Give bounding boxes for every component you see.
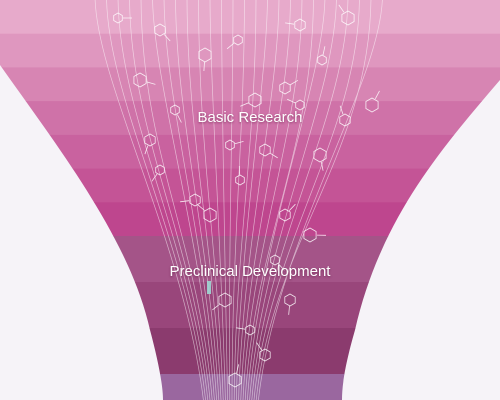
flow-lines (94, 0, 383, 400)
flow-line (240, 0, 291, 400)
flow-line (129, 0, 211, 400)
molecule-bond (163, 34, 171, 42)
molecule-bond (339, 105, 344, 115)
molecule-ring (133, 72, 147, 88)
molecule-ring (284, 293, 296, 307)
molecule-ring (259, 143, 271, 157)
flow-line (255, 0, 372, 400)
molecule-bond (269, 152, 278, 159)
molecule-ring (248, 92, 262, 108)
molecule-ring (341, 10, 355, 26)
molecule-bond (320, 161, 324, 171)
flow-line (117, 0, 209, 400)
molecule-ring (189, 193, 201, 207)
molecule-bond (236, 327, 246, 330)
flow-line (163, 0, 217, 400)
flow-line (175, 0, 220, 400)
molecule-ring (198, 47, 212, 63)
molecule-bond (256, 342, 262, 351)
molecule-ring (339, 113, 351, 127)
molecule-ring (270, 254, 280, 266)
molecule-ring (279, 208, 291, 222)
molecule-bond (288, 203, 296, 211)
basic-research-band (0, 67, 500, 102)
molecule-bond (288, 305, 290, 315)
molecule-ring (303, 227, 317, 243)
flow-line (140, 0, 213, 400)
molecule-bond (240, 102, 249, 107)
flow-line (233, 0, 257, 400)
molecule-bond (285, 22, 295, 25)
flow-line (236, 0, 268, 400)
basic-research-band (0, 0, 500, 35)
basic-research-band (0, 202, 500, 237)
molecule-bond (176, 114, 182, 123)
molecule-bond (374, 90, 380, 99)
flow-line (247, 0, 326, 400)
molecule-ring (317, 54, 327, 66)
flow-line (249, 0, 337, 400)
molecule-bond (287, 98, 296, 104)
molecule-ring (365, 97, 379, 113)
basic-research-section (0, 0, 500, 237)
molecule-ring (228, 372, 242, 388)
flow-line (238, 0, 280, 400)
flow-line (244, 0, 314, 400)
molecule-bond (234, 141, 244, 145)
molecule-ring (154, 23, 166, 37)
flow-line (221, 0, 228, 400)
molecule-bond (203, 61, 205, 72)
molecule-bond (289, 79, 299, 86)
molecule-structures (113, 4, 380, 388)
molecule-bond (197, 204, 205, 211)
molecule-ring (259, 348, 271, 362)
molecule-bond (144, 145, 149, 155)
flow-line (209, 0, 226, 400)
molecule-bond (322, 46, 326, 56)
flow-line (186, 0, 222, 400)
molecule-ring (245, 324, 255, 336)
molecule-ring (313, 147, 327, 163)
molecule-ring (155, 164, 165, 176)
stage-label-basic-research: Basic Research (197, 109, 303, 126)
molecule-bond (146, 81, 156, 85)
flow-line (253, 0, 360, 400)
flow-line (251, 0, 349, 400)
molecule-ring (218, 292, 232, 308)
molecule-ring (144, 133, 156, 147)
molecule-bond (151, 173, 158, 182)
molecule-bond (236, 364, 239, 374)
molecule-ring (113, 12, 123, 24)
flow-line (94, 0, 204, 400)
molecule-ring (225, 139, 235, 151)
flow-line (106, 0, 206, 400)
molecule-ring (170, 104, 180, 116)
basic-research-band (0, 33, 500, 68)
basic-research-band (0, 101, 500, 136)
molecule-ring (233, 34, 243, 46)
stage-label-preclinical-development: Preclinical Development (169, 263, 331, 280)
molecule-ring (235, 174, 245, 186)
flow-line (231, 0, 245, 400)
flow-line (198, 0, 224, 400)
molecule-bond (278, 263, 285, 271)
molecule-bond (212, 303, 220, 311)
molecule-bond (180, 200, 190, 203)
flow-line (242, 0, 303, 400)
molecule-ring (203, 207, 217, 223)
molecule-bond (226, 42, 235, 50)
molecule-ring (295, 99, 305, 111)
molecule-bond (338, 4, 345, 13)
molecule-ring (294, 18, 306, 32)
flow-line (258, 0, 383, 400)
highlight-marker (207, 281, 211, 294)
